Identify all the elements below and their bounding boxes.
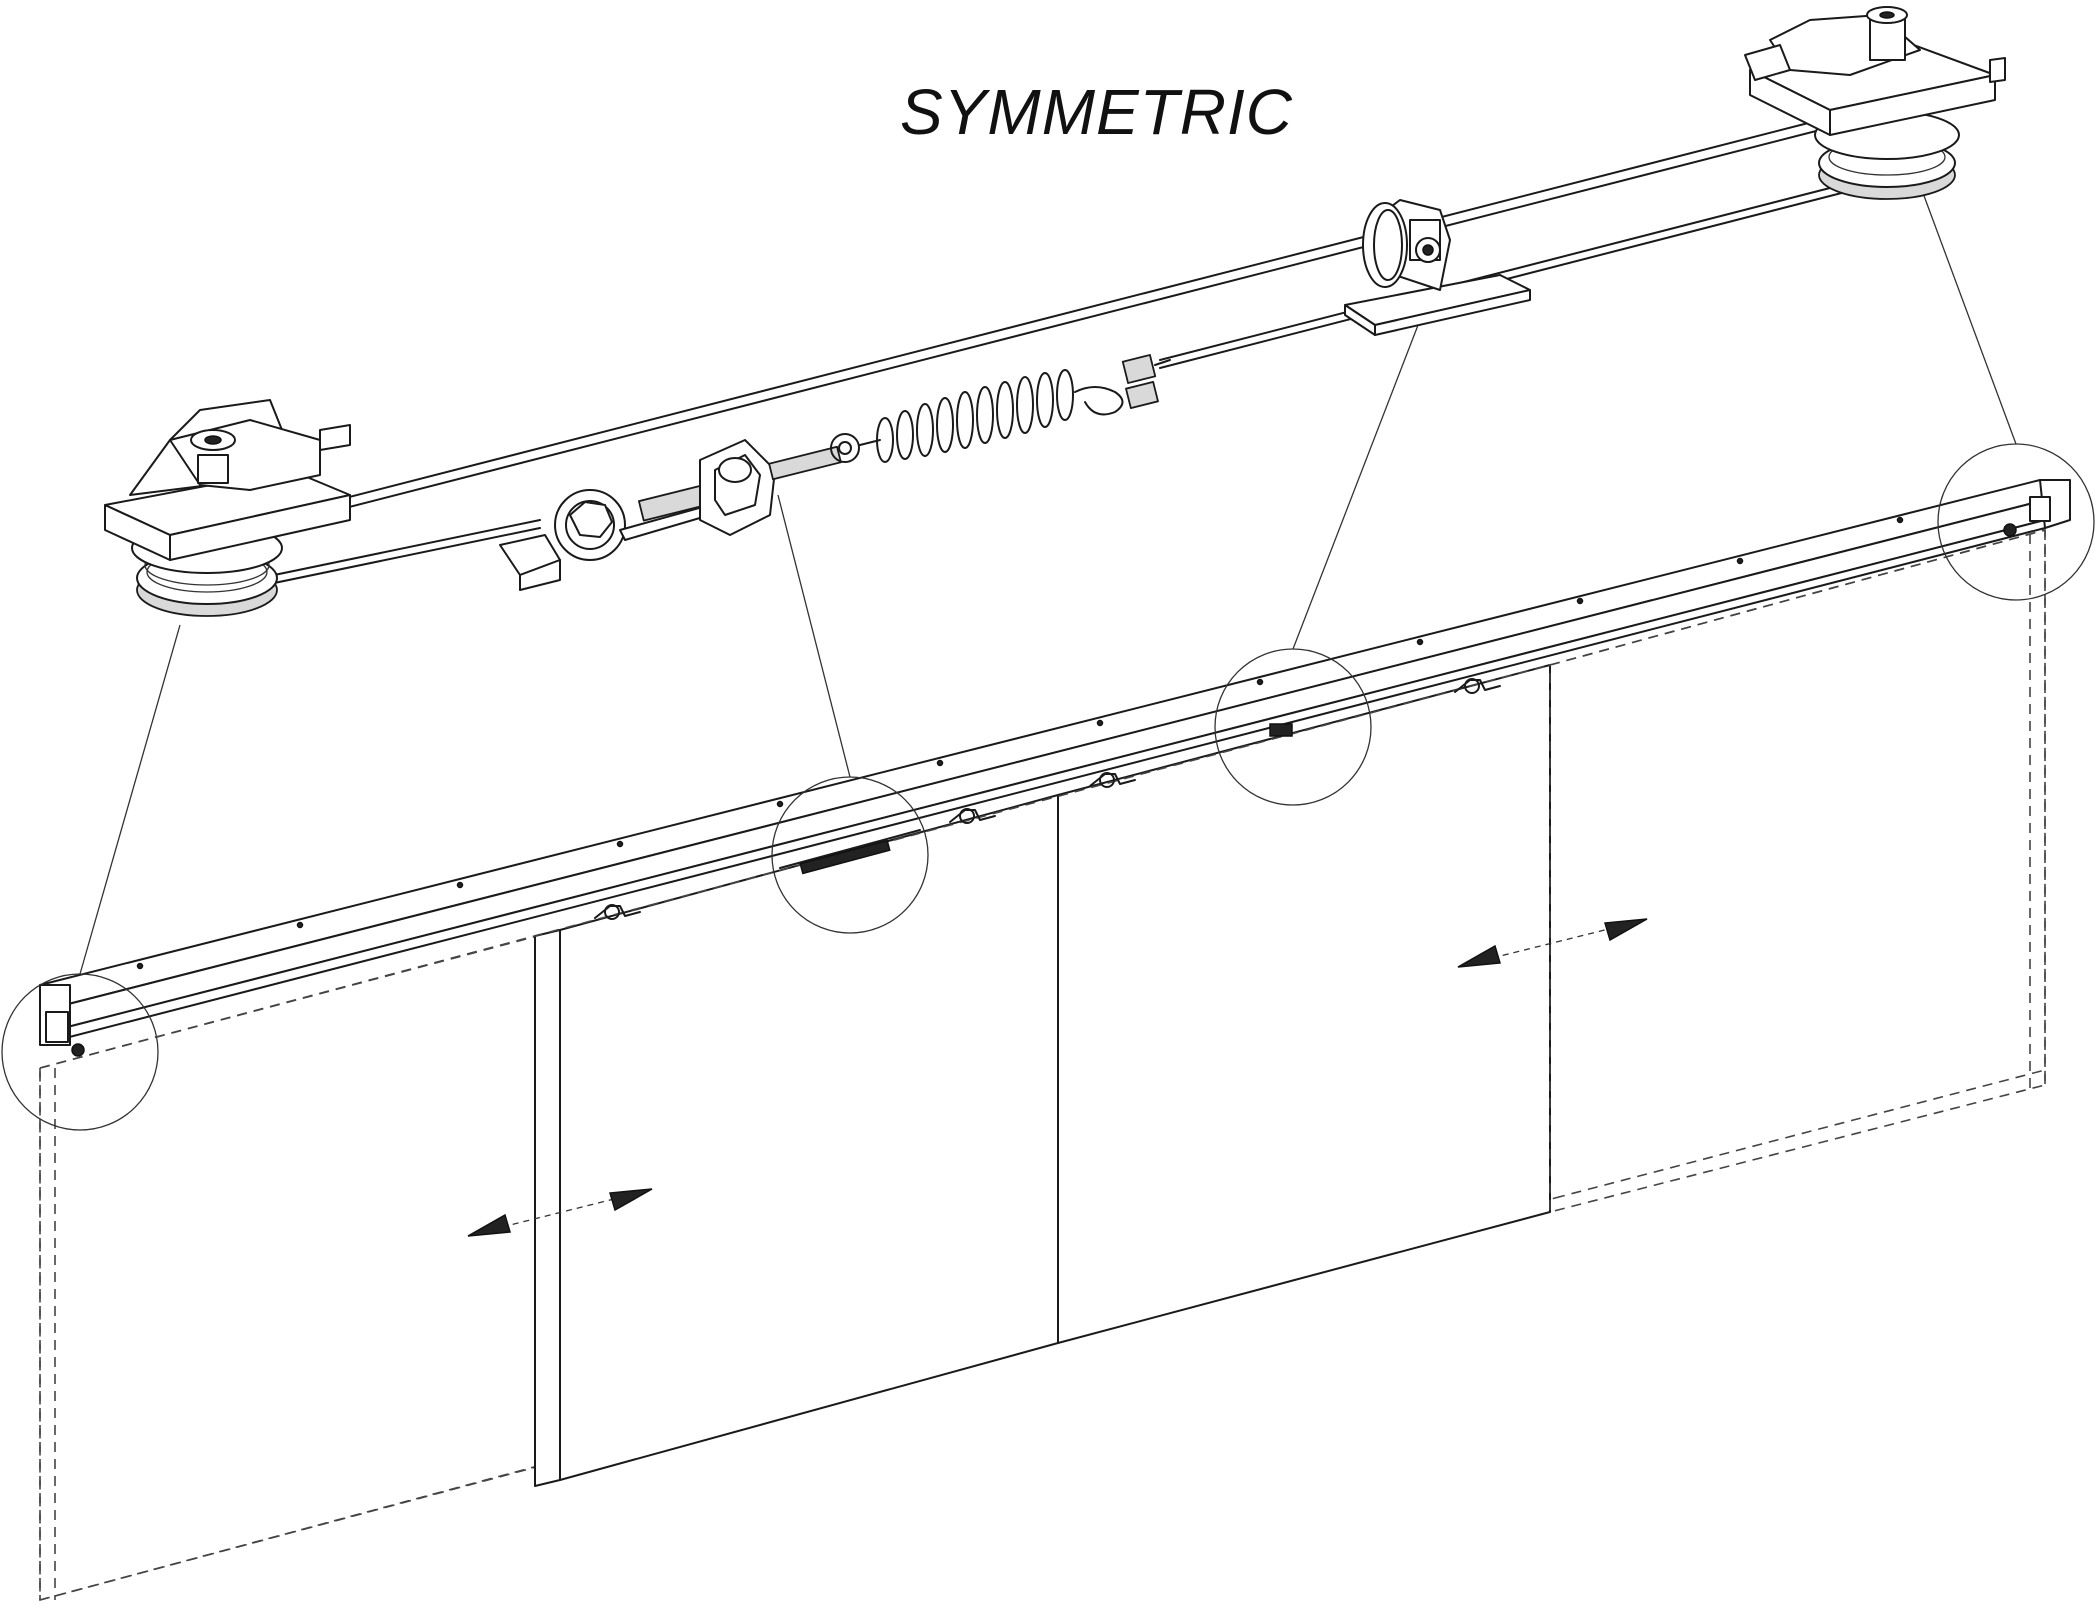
door-panel-right-inner: [1057, 664, 1551, 1344]
right-pulley-bracket: [1744, 6, 2006, 200]
tension-spring: [830, 354, 1171, 463]
door-trolley: [594, 904, 641, 920]
door-trolley: [949, 808, 996, 824]
diagram-title: SYMMETRIC: [900, 76, 1293, 148]
door-trolley: [1089, 772, 1136, 788]
detail-callouts: [1, 184, 2095, 1131]
cable-clamp-bracket: [1344, 199, 1531, 336]
left-door-direction-arrow: [467, 1188, 653, 1237]
threaded-tensioner-bolt: [499, 439, 842, 591]
door-panel-left-inner: [534, 794, 1059, 1487]
door-panel-left-outer: [39, 928, 561, 1602]
door-panels: [39, 528, 2046, 1602]
right-door-direction-arrow: [1457, 918, 1648, 968]
door-trolley: [1454, 678, 1501, 694]
left-pulley-bracket: [104, 399, 351, 617]
cable-loop: [239, 119, 1901, 589]
track-screws: [136, 516, 1904, 970]
aluminium-track: [39, 479, 2071, 1057]
